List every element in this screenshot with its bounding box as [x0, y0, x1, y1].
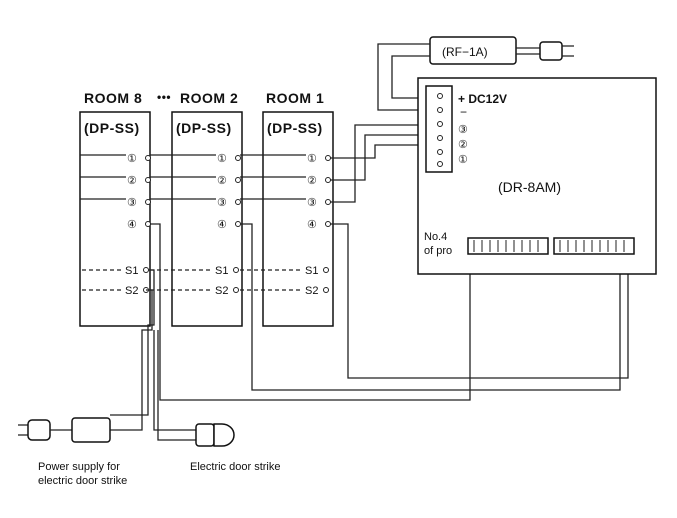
- room-1-title: ROOM 1: [266, 90, 324, 106]
- bus-wires: [80, 124, 432, 203]
- terminal-2: ②: [307, 175, 317, 187]
- ellipsis: •••: [157, 90, 171, 104]
- connector-label-1: No.4: [424, 231, 447, 243]
- terminal-s1: S1: [215, 265, 228, 277]
- room-1-unit: (DP-SS): [262, 111, 334, 327]
- terminal-1: ①: [307, 153, 317, 165]
- dc12v-label: + DC12V: [458, 92, 507, 106]
- room-2-unit: (DP-SS): [171, 111, 243, 327]
- room-2-title: ROOM 2: [180, 90, 238, 106]
- main-unit-label: (DR-8AM): [498, 179, 561, 195]
- room-2-model: (DP-SS): [176, 120, 232, 136]
- terminal-2: ②: [127, 175, 137, 187]
- connector-left: [467, 237, 549, 255]
- room-1-terminals: ① ② ③ ④ S1 S2: [305, 153, 318, 297]
- dr-8am-unit: + DC12V − ③ ② ① (DR-8AM) No.4 of pro: [417, 77, 657, 275]
- call-wires: [150, 223, 629, 401]
- room-8-title: ROOM 8: [84, 90, 142, 106]
- input-1: ①: [458, 154, 468, 166]
- connector-label-2: of pro: [424, 245, 452, 257]
- adapter-label: (RF−1A): [442, 45, 488, 59]
- terminal-4: ④: [217, 219, 227, 231]
- terminal-4: ④: [307, 219, 317, 231]
- terminal-s1: S1: [305, 265, 318, 277]
- connector-right: [553, 237, 635, 255]
- room-8-model: (DP-SS): [84, 120, 140, 136]
- terminal-s2: S2: [305, 285, 318, 297]
- room-8-terminals: ① ② ③ ④ S1 S2: [125, 153, 138, 297]
- terminal-3: ③: [307, 197, 317, 209]
- room-1-model: (DP-SS): [267, 120, 323, 136]
- room-2-terminals: ① ② ③ ④ S1 S2: [215, 153, 228, 297]
- terminal-1: ①: [217, 153, 227, 165]
- room-8-unit: (DP-SS): [79, 111, 151, 327]
- terminal-4: ④: [127, 219, 137, 231]
- input-3: ③: [458, 124, 468, 136]
- input-2: ②: [458, 139, 468, 151]
- terminal-1: ①: [127, 153, 137, 165]
- terminal-2: ②: [217, 175, 227, 187]
- minus-label: −: [460, 105, 467, 119]
- terminal-3: ③: [127, 197, 137, 209]
- power-supply-caption-2: electric door strike: [38, 475, 127, 487]
- power-supply-icon: [18, 417, 111, 443]
- terminal-s2: S2: [125, 285, 138, 297]
- terminal-3: ③: [217, 197, 227, 209]
- power-adapter: (RF−1A): [377, 36, 574, 111]
- door-strike-icon: [195, 423, 235, 447]
- terminal-s2: S2: [215, 285, 228, 297]
- door-strike-wires: [110, 269, 196, 441]
- power-supply-caption-1: Power supply for: [38, 461, 120, 473]
- door-strike-caption: Electric door strike: [190, 461, 280, 473]
- terminal-s1: S1: [125, 265, 138, 277]
